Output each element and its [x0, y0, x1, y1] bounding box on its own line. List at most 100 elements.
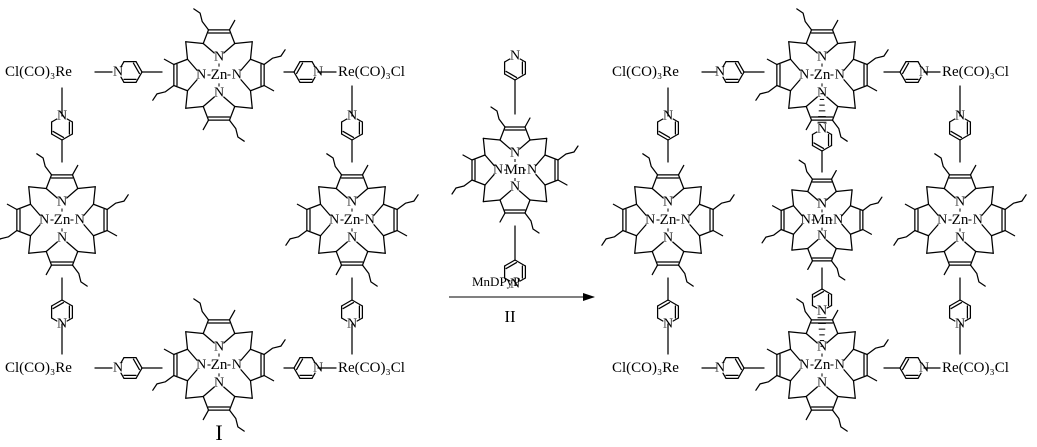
methyl-group: [712, 229, 724, 237]
pyrrole-bond: [635, 224, 647, 237]
meso-bond: [788, 41, 792, 60]
pyridine-bond: [722, 372, 727, 380]
meso-bond: [482, 137, 486, 156]
pyrrole-bond: [45, 241, 58, 253]
pyridine-double-bond: [813, 142, 825, 150]
pyrrole-bond: [382, 203, 398, 211]
methyl-group: [228, 309, 236, 321]
pyrrole-nitrogen: N: [493, 163, 503, 178]
ethyl-group: [228, 409, 245, 432]
manganese-atom: Mn: [812, 212, 833, 228]
pyrrole-nitrogen: N: [663, 195, 673, 210]
pyrrole-bond: [202, 42, 215, 54]
pyrrole-bond: [223, 42, 236, 54]
meso-bond: [482, 137, 501, 141]
pyridine-bond: [667, 133, 680, 141]
pyrrole-bond: [831, 105, 839, 121]
pyrrole-nitrogen: N: [329, 213, 339, 228]
pyridine-double-bond: [52, 130, 65, 139]
pyrrole-nitrogen: N: [801, 213, 811, 228]
pyrrole-bond: [484, 173, 495, 186]
meso-bond: [185, 105, 204, 109]
pyrrole-bond: [780, 205, 795, 212]
methyl-group: [361, 164, 369, 176]
ethyl-group: [755, 374, 778, 391]
pyridine-bond: [340, 118, 348, 123]
pyridine-nitrogen: N: [919, 361, 929, 376]
ethyl-group: [712, 194, 735, 211]
pyrrole-bond: [173, 84, 189, 92]
pyrrole-bond: [71, 174, 79, 190]
pyrrole-bond: [689, 224, 701, 237]
reagent-number: II: [504, 307, 516, 326]
pyridine-bond: [964, 118, 972, 123]
ethyl-group: [361, 264, 378, 287]
meso-bond: [318, 235, 322, 254]
pyridine-bond: [959, 133, 972, 141]
pyrrole-bond: [843, 348, 855, 361]
pyrrole-bond: [16, 229, 32, 237]
pyrrole-bond: [990, 203, 1006, 211]
pyrrole-bond: [689, 203, 701, 216]
pyridine-nitrogen: N: [347, 109, 357, 124]
meso-bond: [367, 250, 386, 254]
pyrrole-nitrogen: N: [973, 213, 983, 228]
pyrrole-nitrogen: N: [835, 358, 845, 373]
pyrrole-bond: [306, 229, 322, 237]
pyrrole-bond: [499, 199, 506, 214]
pyrrole-bond: [805, 332, 818, 344]
ethyl-group: [285, 229, 308, 246]
pyrrole-bond: [789, 369, 801, 382]
pyrrole-nitrogen: N: [214, 340, 224, 355]
pyridine-bond: [293, 60, 301, 73]
pyrrole-bond: [964, 187, 977, 199]
pyrrole-bond: [228, 395, 236, 411]
pyrrole-nitrogen: N: [232, 358, 242, 373]
zinc-atom: Zn: [814, 67, 831, 83]
pyrrole-bond: [843, 369, 855, 382]
methyl-group: [831, 19, 839, 31]
rhenium-complex-left-bottom-product: Cl(CO)₃Re: [612, 360, 679, 376]
meso-bond: [249, 331, 253, 350]
pyridine-nitrogen: N: [313, 65, 323, 80]
pyrrole-bond: [776, 348, 792, 356]
pyrrole-bond: [544, 154, 559, 161]
meso-bond: [367, 186, 386, 190]
meso-bond: [634, 250, 653, 254]
pyridine-bond: [503, 259, 516, 267]
methyl-group: [106, 229, 118, 237]
methyl-group: [766, 58, 778, 66]
pyridine-bond: [826, 304, 833, 309]
pyridine-bond: [120, 372, 125, 380]
zinc-atom: Zn: [344, 212, 361, 228]
pyrrole-bond: [807, 190, 819, 201]
meso-bond: [788, 41, 807, 45]
meso-bond: [382, 235, 386, 254]
methyl-group: [612, 203, 624, 211]
pyridine-double-bond: [950, 301, 963, 310]
pyrrole-bond: [805, 319, 813, 335]
pyrrole-bond: [969, 250, 977, 266]
pyrrole-bond: [807, 178, 814, 193]
pyridine-double-bond: [342, 130, 355, 139]
pyridine-nitrogen: N: [817, 122, 827, 137]
pyrrole-bond: [335, 187, 348, 199]
pyrrole-bond: [249, 84, 265, 92]
meso-bond: [185, 41, 204, 45]
meso-bond: [849, 233, 853, 251]
pyridine-bond: [50, 317, 58, 322]
meso-bond: [788, 105, 807, 109]
pyrrole-bond: [776, 374, 792, 382]
pyrrole-bond: [990, 229, 1006, 237]
pyrrole-bond: [807, 239, 819, 250]
meso-bond: [975, 250, 994, 254]
pyrrole-nitrogen: N: [510, 180, 520, 195]
meso-bond: [634, 186, 653, 190]
meso-bond: [852, 90, 856, 109]
pyridine-nitrogen: N: [347, 317, 357, 332]
ethyl-group: [761, 228, 782, 244]
pyrrole-nitrogen: N: [196, 68, 206, 83]
meso-bond: [249, 90, 253, 109]
meso-bond: [529, 199, 548, 203]
